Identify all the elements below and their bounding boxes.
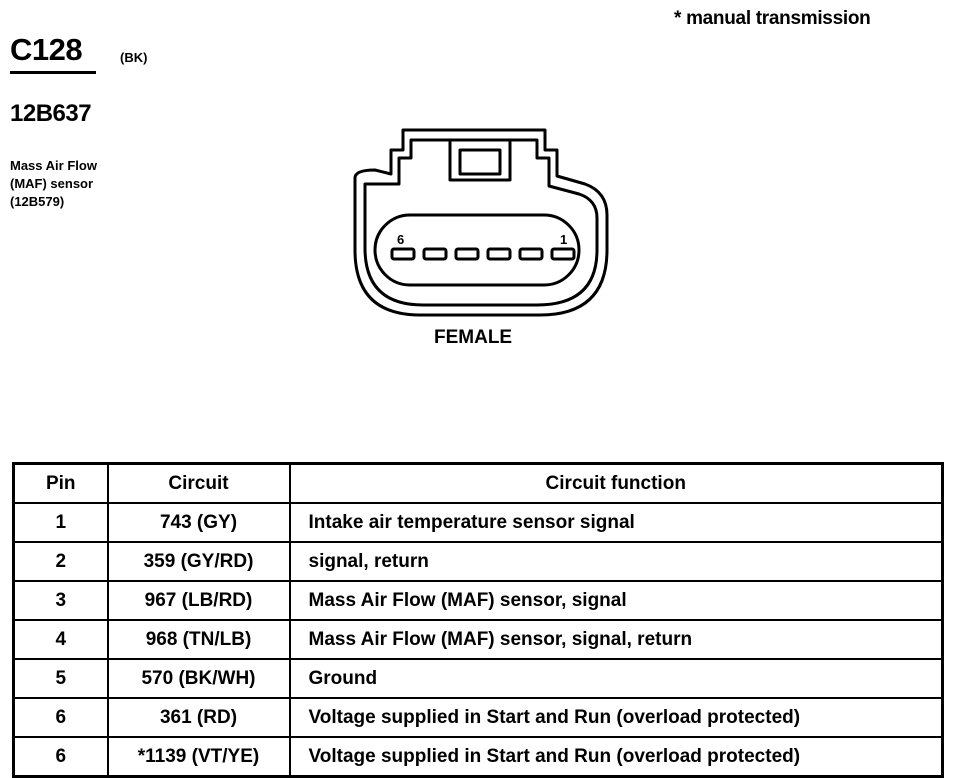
function-cell: Voltage supplied in Start and Run (overl… xyxy=(288,697,944,738)
circuit-cell: 361 (RD) xyxy=(106,697,291,738)
table-row: 6 *1139 (VT/YE) Voltage supplied in Star… xyxy=(12,736,944,778)
function-cell: Mass Air Flow (MAF) sensor, signal xyxy=(288,580,944,621)
connector-face-diagram: 6 1 xyxy=(353,128,609,317)
connector-id-underline xyxy=(10,71,96,74)
pin-cell: 4 xyxy=(12,619,109,660)
connector-id: C128 xyxy=(10,32,83,67)
pin-terminal xyxy=(390,247,416,261)
function-cell: Voltage supplied in Start and Run (overl… xyxy=(288,736,944,778)
pin-terminal xyxy=(422,247,448,261)
pinout-table: Pin Circuit Circuit function 1 743 (GY) … xyxy=(12,462,944,778)
circuit-cell: *1139 (VT/YE) xyxy=(106,736,291,778)
table-row: 3 967 (LB/RD) Mass Air Flow (MAF) sensor… xyxy=(12,580,944,621)
table-row: 4 968 (TN/LB) Mass Air Flow (MAF) sensor… xyxy=(12,619,944,660)
pin-terminal xyxy=(550,247,576,261)
description-line: (MAF) sensor xyxy=(10,176,94,191)
pin-label-6: 6 xyxy=(397,232,404,247)
table-row: 1 743 (GY) Intake air temperature sensor… xyxy=(12,502,944,543)
circuit-cell: 743 (GY) xyxy=(106,502,291,543)
pin-cell: 3 xyxy=(12,580,109,621)
function-cell: Ground xyxy=(288,658,944,699)
pin-cell: 5 xyxy=(12,658,109,699)
circuit-cell: 359 (GY/RD) xyxy=(106,541,291,582)
connector-outer-housing xyxy=(353,128,609,317)
connector-inner-housing xyxy=(363,138,599,307)
function-cell: Mass Air Flow (MAF) sensor, signal, retu… xyxy=(288,619,944,660)
part-number: 12B637 xyxy=(10,100,92,127)
table-row: 2 359 (GY/RD) signal, return xyxy=(12,541,944,582)
function-cell: Intake air temperature sensor signal xyxy=(288,502,944,543)
component-description: Mass Air Flow (MAF) sensor (12B579) xyxy=(10,157,97,211)
circuit-cell: 968 (TN/LB) xyxy=(106,619,291,660)
pin-label-1: 1 xyxy=(560,232,567,247)
pin-cell: 2 xyxy=(12,541,109,582)
pin-terminal xyxy=(518,247,544,261)
pin-terminal xyxy=(454,247,480,261)
function-cell: signal, return xyxy=(288,541,944,582)
pin-cavity-area xyxy=(373,213,581,287)
table-row: 5 570 (BK/WH) Ground xyxy=(12,658,944,699)
circuit-cell: 967 (LB/RD) xyxy=(106,580,291,621)
pin-cell: 6 xyxy=(12,736,109,778)
circuit-cell: 570 (BK/WH) xyxy=(106,658,291,699)
circuit-column-header: Circuit xyxy=(106,462,291,504)
pin-cell: 1 xyxy=(12,502,109,543)
connector-latch xyxy=(448,138,512,182)
pin-column-header: Pin xyxy=(12,462,109,504)
footnote: * manual transmission xyxy=(674,8,871,29)
description-line: Mass Air Flow xyxy=(10,158,97,173)
description-line: (12B579) xyxy=(10,194,65,209)
table-row: 6 361 (RD) Voltage supplied in Start and… xyxy=(12,697,944,738)
function-column-header: Circuit function xyxy=(288,462,944,504)
table-header-row: Pin Circuit Circuit function xyxy=(12,462,944,504)
pin-terminal xyxy=(486,247,512,261)
connector-color-code: (BK) xyxy=(120,50,148,65)
connector-gender-label: FEMALE xyxy=(434,327,513,348)
pin-cell: 6 xyxy=(12,697,109,738)
